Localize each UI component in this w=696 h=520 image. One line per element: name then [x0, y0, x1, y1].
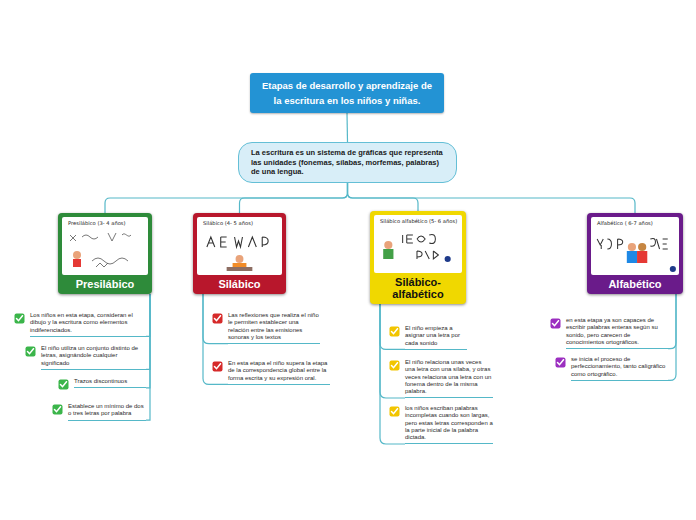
- leaf-note: Establece un mínimo de dos o tres letras…: [68, 403, 146, 421]
- connector: [380, 304, 405, 398]
- node-text: se inicia el proceso de perfeccionamient…: [571, 356, 668, 378]
- connector: [380, 304, 405, 349]
- check-icon: [550, 318, 561, 329]
- card-image: Presilábico (3- 4 años): [62, 217, 148, 275]
- connector: [346, 113, 348, 142]
- stage-card: Silábico alfabético (5- 6 años) Silábico-…: [370, 211, 466, 304]
- card-image: Silábico alfabético (5- 6 años): [374, 215, 462, 273]
- connector: [203, 294, 228, 344]
- connector: [348, 183, 419, 212]
- leaf-note: El niño utiliza un conjunto distinto de …: [41, 345, 146, 370]
- leaf-note: los niños escriban palabras incompletas …: [405, 405, 493, 444]
- check-icon: [14, 313, 25, 324]
- node-text: El niño empieza a asignar una letra por …: [405, 325, 467, 347]
- check-icon: [52, 404, 63, 415]
- node-text: Alfabético ( 6-7 años): [591, 217, 679, 227]
- connector: [146, 294, 150, 420]
- leaf-note: El niño empieza a asignar una letra por …: [405, 325, 467, 350]
- check-icon: [389, 406, 400, 417]
- check-icon: [212, 361, 223, 372]
- check-icon: [212, 313, 223, 324]
- connector: [348, 183, 636, 214]
- leaf-note: Las reflexiones que realiza el niño le p…: [228, 312, 320, 344]
- stage-card: Silábico (4- 5 años) Silábico: [193, 213, 286, 294]
- leaf-note: Trazos discontinuos: [74, 378, 146, 388]
- node-text: Trazos discontinuos: [74, 378, 146, 385]
- card-name-band: Silábico: [197, 275, 282, 294]
- connector: [668, 294, 676, 349]
- check-icon: [389, 326, 400, 337]
- node-text: en esta etapa ya son capaces de escribir…: [566, 317, 668, 346]
- node-text: Silábico (4- 5 años): [197, 217, 282, 227]
- node-text: El niño utiliza un conjunto distinto de …: [41, 345, 146, 367]
- stage-card: Alfabético ( 6-7 años) Alfabético: [587, 213, 683, 294]
- check-icon: [555, 357, 566, 368]
- node-text: En esta etapa el niño supera la etapa de…: [228, 360, 330, 382]
- node-text: Silábico: [199, 278, 280, 290]
- node-text: Los niños en esta etapa, consideran el d…: [30, 312, 146, 334]
- title-box: Etapas de desarrollo y aprendizaje de la…: [250, 73, 444, 113]
- leaf-note: El niño relaciona unas veces una letra c…: [405, 359, 493, 398]
- card-image: Silábico (4- 5 años): [197, 217, 282, 275]
- check-icon: [25, 346, 36, 357]
- leaf-note: en esta etapa ya son capaces de escribir…: [566, 317, 668, 349]
- connector: [668, 294, 676, 380]
- card-name-band: Alfabético: [591, 275, 679, 294]
- node-text: Silábico alfabético (5- 6 años): [374, 215, 462, 225]
- connector: [240, 183, 348, 214]
- leaf-note: Los niños en esta etapa, consideran el d…: [30, 312, 146, 337]
- node-text: Etapas de desarrollo y aprendizaje de la…: [258, 78, 436, 108]
- node-text: Silábico-alfabético: [376, 276, 460, 300]
- node-text: El niño relaciona unas veces una letra c…: [405, 359, 493, 395]
- leaf-note: En esta etapa el niño supera la etapa de…: [228, 360, 330, 385]
- connector: [105, 183, 348, 214]
- node-text: Las reflexiones que realiza el niño le p…: [228, 312, 320, 341]
- node-text: Establece un mínimo de dos o tres letras…: [68, 403, 146, 418]
- connector: [380, 304, 405, 444]
- card-name-band: Presilábico: [62, 275, 148, 294]
- card-image: Alfabético ( 6-7 años): [591, 217, 679, 275]
- node-text: Presilábico (3- 4 años): [62, 217, 148, 227]
- check-icon: [58, 379, 69, 390]
- node-text: Alfabético: [593, 278, 677, 290]
- node-text: los niños escriban palabras incompletas …: [405, 405, 493, 441]
- card-name-band: Silábico-alfabético: [374, 273, 462, 304]
- leaf-note: se inicia el proceso de perfeccionamient…: [571, 356, 668, 381]
- node-text: La escritura es un sistema de gráficas q…: [251, 148, 444, 177]
- connector: [203, 294, 228, 384]
- stage-card: Presilábico (3- 4 años) Presilábico: [58, 213, 152, 294]
- definition-box: La escritura es un sistema de gráficas q…: [238, 142, 457, 183]
- node-text: Presilábico: [64, 278, 146, 290]
- check-icon: [389, 360, 400, 371]
